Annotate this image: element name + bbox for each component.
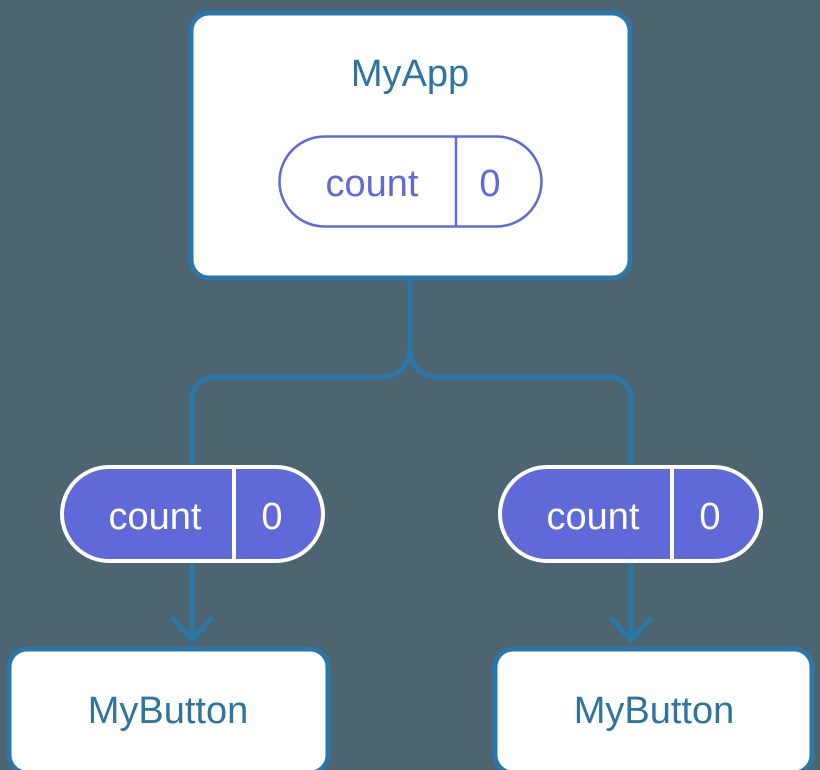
right-state-key: count [547,496,640,538]
left-state-key: count [109,496,202,538]
left-state-pill[interactable]: count 0 [60,465,325,563]
root-component-myapp[interactable]: MyApp count 0 [188,10,633,281]
right-state-pill[interactable]: count 0 [498,465,763,563]
myapp-state-key: count [326,163,419,205]
myapp-state-pill[interactable]: count 0 [278,135,543,228]
state-flow-arrows [170,562,653,643]
arrow-head-right [609,616,653,643]
right-component-mybutton[interactable]: MyButton [492,646,815,770]
right-mybutton-box [492,646,815,770]
myapp-state-value: 0 [479,163,500,205]
connector-left-branch [189,343,413,472]
arrow-head-left [170,616,214,643]
myapp-title: MyApp [351,53,469,95]
left-mybutton-title: MyButton [88,690,249,732]
tree-split-connector [189,278,634,472]
left-state-value: 0 [261,496,282,538]
left-mybutton-box [6,646,331,770]
myapp-state-pill-body [278,135,543,228]
right-mybutton-title: MyButton [574,690,735,732]
left-component-mybutton[interactable]: MyButton [6,646,331,770]
right-state-pill-body [498,465,763,563]
connector-right-branch [407,343,634,472]
left-state-pill-body [60,465,325,563]
right-state-value: 0 [699,496,720,538]
